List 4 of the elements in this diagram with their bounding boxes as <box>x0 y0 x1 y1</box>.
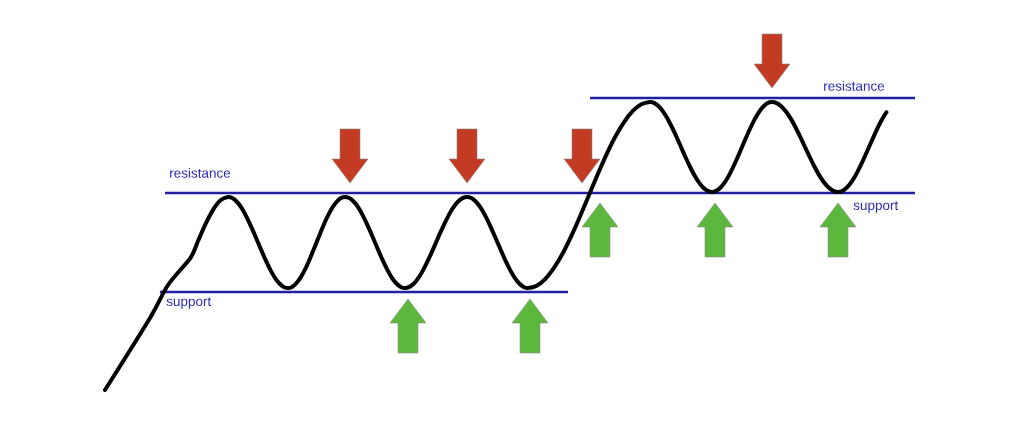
level-label: support <box>853 201 899 213</box>
level-label: resistance <box>170 167 231 178</box>
level-label: resistance <box>824 80 885 91</box>
level-label: support <box>166 297 212 309</box>
